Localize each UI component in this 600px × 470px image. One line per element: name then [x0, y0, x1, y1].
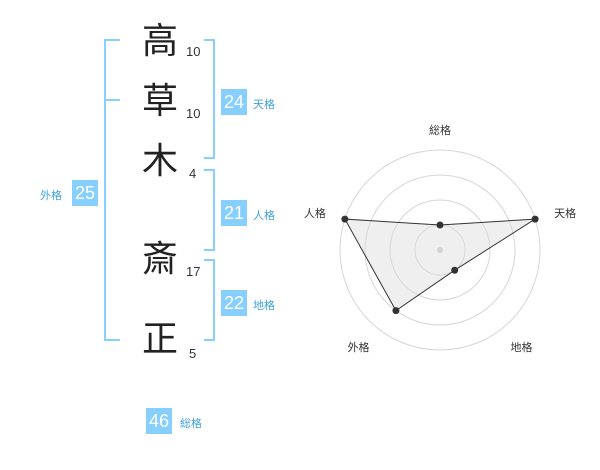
stroke-count-4: 17 [186, 264, 201, 279]
gaikaku-label: 外格 [40, 189, 62, 202]
radar-axis-label-1: 総格 [429, 123, 451, 137]
tenkaku-bracket [204, 39, 215, 159]
radar-point-5 [341, 215, 349, 223]
chikaku-bracket [204, 259, 215, 341]
name-char-3: 木 [141, 141, 178, 182]
stroke-count-1: 10 [186, 44, 201, 59]
radar-center [437, 247, 443, 253]
radar-ring [339, 149, 541, 351]
radar-point-4 [392, 307, 400, 315]
stroke-count-5: 5 [189, 346, 197, 361]
gaikaku-value: 25 [72, 180, 98, 206]
radar-point-2 [531, 215, 539, 223]
radar-point-1 [436, 221, 444, 229]
stroke-count-2: 10 [186, 106, 201, 121]
name-char-4: 斎 [141, 239, 178, 280]
jinkaku-label: 人格 [253, 209, 275, 222]
soukaku-value: 46 [146, 408, 172, 434]
radar-area [344, 218, 536, 312]
tenkaku-label: 天格 [253, 98, 275, 111]
radar-point-3 [451, 266, 459, 274]
stroke-count-3: 4 [189, 166, 197, 181]
soukaku-label: 総格 [180, 417, 202, 430]
tenkaku-value: 24 [221, 89, 247, 115]
name-char-5: 正 [141, 319, 178, 360]
radar-axis-label-2: 天格 [554, 206, 576, 220]
gaikaku-bracket [104, 39, 120, 341]
jinkaku-bracket [204, 169, 215, 251]
radar-ring [364, 174, 516, 326]
radar-axis-label-4: 外格 [347, 340, 369, 354]
chikaku-value: 22 [221, 290, 247, 316]
chikaku-label: 地格 [253, 299, 275, 312]
name-char-1: 高 [141, 21, 178, 62]
radar-axis-label-3: 地格 [511, 340, 533, 354]
name-char-2: 草 [141, 81, 178, 122]
radar-axis-label-5: 人格 [304, 206, 326, 220]
radar-ring [389, 199, 491, 301]
jinkaku-value: 21 [221, 200, 247, 226]
